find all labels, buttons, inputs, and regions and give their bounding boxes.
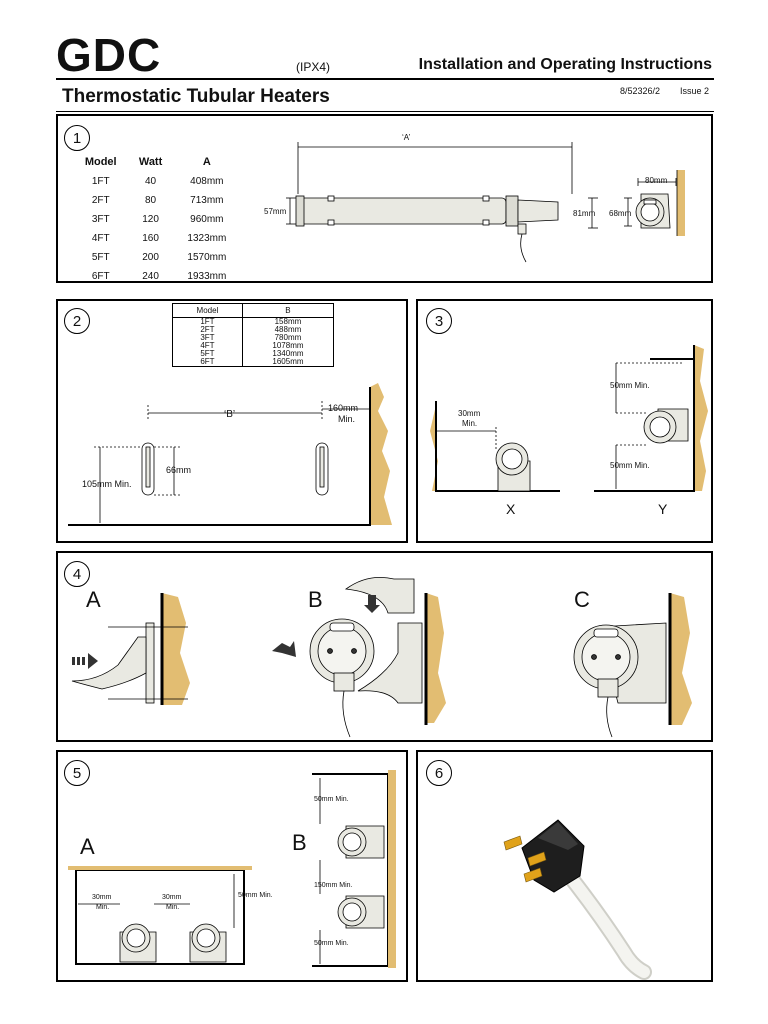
document-title: Installation and Operating Instructions: [418, 56, 712, 73]
column-header: Model: [84, 156, 117, 168]
dimension-80-label: 80mm: [645, 176, 668, 185]
brand-logo: GDC: [56, 29, 162, 81]
table-cell: 40: [144, 176, 157, 187]
step-number: 5: [64, 760, 90, 786]
table-cell: 1340mm: [241, 350, 335, 358]
step-number: 1: [64, 125, 90, 151]
table-row: 4FT 160 1323mm: [72, 229, 242, 248]
issue-number: Issue 2: [680, 86, 710, 96]
table-cell: 1078mm: [241, 342, 335, 350]
column-header: A: [202, 156, 211, 168]
table-cell: 488mm: [241, 326, 335, 334]
dimension-30a-min-label: Min.: [96, 904, 110, 911]
table-row: 1FT 40 408mm: [72, 172, 242, 191]
layout-b-label: B: [292, 830, 307, 855]
heater-side-view-diagram: [286, 142, 685, 263]
table-header-row: Model Watt A: [72, 152, 242, 172]
dimension-30a-label: 30mm: [92, 894, 112, 901]
dimension-50-bottom-label: 50mm Min.: [314, 940, 349, 947]
panel-5-multiple-heaters: 5 A B 30mm: [56, 750, 408, 982]
dimension-50-top-label: 50mm Min.: [314, 796, 349, 803]
header-rule: [56, 78, 714, 80]
dimension-50-top-label: 50mm Min.: [610, 381, 650, 390]
subtitle-rule: [56, 111, 714, 112]
step-b-label: B: [308, 587, 323, 612]
table-cell: 240: [142, 271, 159, 282]
step-number: 3: [426, 308, 452, 334]
plug-illustration: [503, 819, 652, 980]
step-number: 6: [426, 760, 452, 786]
dimension-30-min-label: Min.: [462, 419, 478, 428]
dimension-81-label: 81mm: [573, 209, 596, 218]
table-cell: 713mm: [190, 195, 224, 206]
panel-3-clearances: 3 30mm Min. 50mm Min. 50mm Min. X: [416, 299, 713, 543]
table-cell: 780mm: [241, 334, 335, 342]
table-cell: 1605mm: [241, 358, 335, 367]
document-reference: 8/52326/2: [620, 86, 661, 96]
table-row: 6FT 240 1933mm: [72, 267, 242, 286]
dimension-a-label: ‘A’: [402, 133, 411, 142]
column-header: Watt: [138, 156, 163, 168]
table-cell: 1FT: [91, 176, 110, 187]
model-spec-table: Model Watt A 1FT 40 408mm 2FT 80 713mm 3FT 12…: [72, 152, 242, 286]
step-number: 4: [64, 561, 90, 587]
step-a-label: A: [86, 587, 101, 612]
table-cell: 160: [142, 233, 159, 244]
dimension-150-label: 150mm Min.: [314, 882, 353, 889]
product-title: Thermostatic Tubular Heaters: [62, 86, 330, 107]
dimension-105-label: 105mm Min.: [82, 479, 132, 489]
table-cell: 408mm: [190, 176, 224, 187]
table-cell: 158mm: [241, 317, 335, 326]
table-cell: 200: [142, 252, 159, 263]
option-y-label: Y: [658, 501, 668, 517]
panel-4-mounting-steps: 4 A B C: [56, 551, 713, 742]
bracket-spacing-diagram: [68, 383, 392, 526]
table-cell: 6FT: [91, 271, 110, 282]
dimension-68-label: 68mm: [609, 209, 632, 218]
step-number: 2: [64, 308, 90, 334]
step-c-label: C: [574, 587, 590, 612]
table-row: 5FT 200 1570mm: [72, 248, 242, 267]
table-cell: 1323mm: [187, 233, 227, 244]
layout-a-label: A: [80, 834, 95, 859]
table-cell: 4FT: [91, 233, 110, 244]
table-cell: 80: [144, 195, 157, 206]
dimension-57-label: 57mm: [264, 207, 287, 216]
dimension-50-label: 50mm Min.: [238, 892, 273, 899]
dimension-30-label: 30mm: [458, 409, 481, 418]
option-x-label: X: [506, 501, 516, 517]
table-cell: 2FT: [91, 195, 110, 206]
table-cell: 1570mm: [187, 252, 227, 263]
dimension-min-label: Min.: [338, 414, 356, 424]
panel-6-plug: 6: [416, 750, 713, 982]
table-cell: 1933mm: [187, 271, 227, 282]
dimension-30b-label: 30mm: [162, 894, 182, 901]
multiple-heaters-diagram: [68, 770, 396, 968]
table-cell: 5FT: [91, 252, 110, 263]
table-cell: 3FT: [91, 214, 110, 225]
table-cell: 960mm: [190, 214, 224, 225]
column-header: B: [241, 303, 335, 318]
panel-1-dimensions: 1 Model Watt A 1FT 40 408mm 2FT 80 713mm 3FT…: [56, 114, 713, 283]
dimension-50-bottom-label: 50mm Min.: [610, 461, 650, 470]
ip-rating: (IPX4): [296, 60, 331, 74]
table-cell: 120: [142, 214, 159, 225]
dimension-b-label: ‘B’: [224, 409, 236, 420]
dimension-30b-min-label: Min.: [166, 904, 180, 911]
dimension-160-label: 160mm: [328, 403, 359, 413]
clearance-diagram: [424, 345, 708, 492]
table-header-row: Model B: [172, 303, 335, 318]
table-row: 3FT 120 960mm: [72, 210, 242, 229]
dimension-66-label: 66mm: [166, 465, 192, 475]
table-row: 2FT 80 713mm: [72, 191, 242, 210]
mounting-steps-diagram: [71, 576, 692, 738]
